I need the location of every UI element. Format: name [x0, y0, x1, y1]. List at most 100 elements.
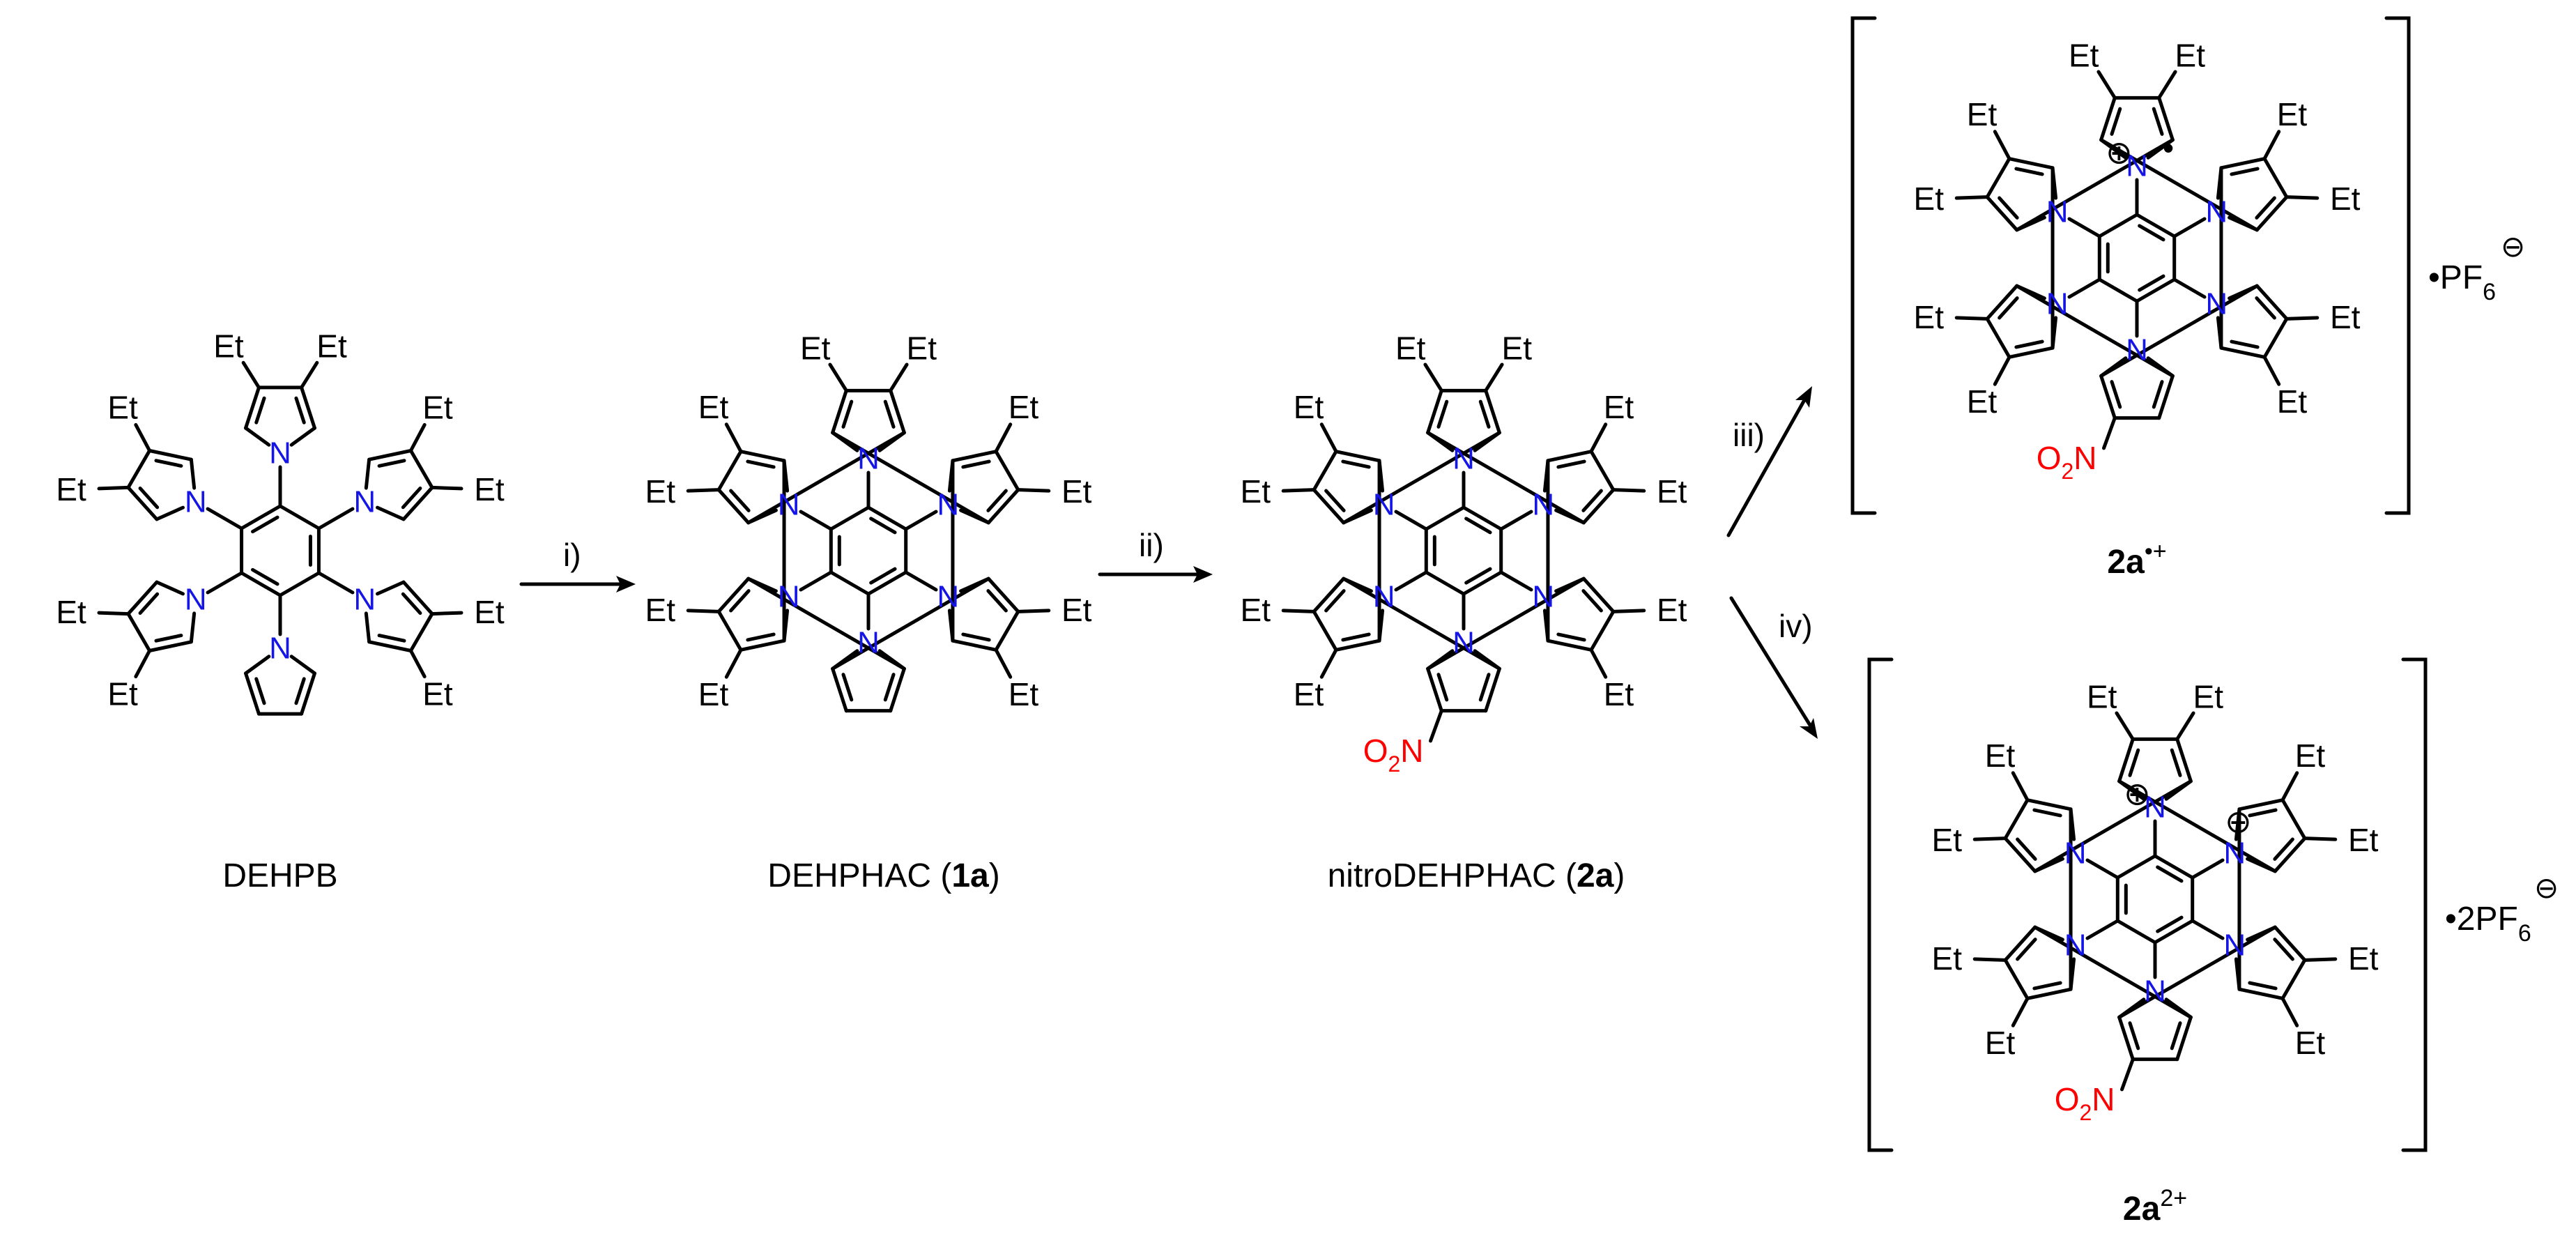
nitrogen-label: N [1452, 626, 1475, 660]
ethyl-label: Et [1985, 1025, 2016, 1061]
ethyl-bond [2011, 771, 2030, 802]
pyrrole-bond [2228, 215, 2259, 232]
nitrogen-label: N [1532, 580, 1554, 614]
pyrrole-bond [1581, 576, 1616, 613]
ethyl-label: Et [2330, 299, 2361, 335]
double-bond-line [1324, 589, 1346, 613]
n-aryl-bond [316, 571, 355, 595]
ethyl-label: Et [56, 471, 86, 507]
pyrrole-bond [1546, 639, 1593, 652]
pyrrole-bond [1985, 316, 2011, 359]
caption-radical-cation: 2a•+ [2107, 538, 2166, 581]
n-core-bond [1394, 570, 1428, 592]
n-core-bond [2085, 858, 2119, 880]
pyrrole-bond [2255, 284, 2289, 321]
pyrrole-bond [2219, 157, 2267, 170]
pyrrole-bond [831, 666, 848, 713]
pyrrole-bond [1334, 639, 1381, 652]
double-bond-line [254, 396, 266, 425]
step-iii-label: iii) [1733, 417, 1765, 453]
ethyl-bond [134, 422, 152, 452]
ethyl-label: Et [645, 592, 676, 628]
benzene-bond [2153, 854, 2195, 880]
caption-dehpb: DEHPB [222, 857, 337, 894]
double-bond-line [841, 673, 854, 702]
pyrrole-bond [1426, 388, 1443, 435]
nitro-bond [2120, 1057, 2135, 1092]
pyrrole-bond [1342, 576, 1373, 593]
counterion-dication: •2PF6 [2445, 901, 2531, 947]
n-core-bond [2172, 217, 2207, 238]
nitrogen-label: N [2205, 195, 2228, 229]
step-ii-label: ii) [1139, 527, 1164, 563]
pyrrole-bond [289, 655, 316, 675]
pyrrole-bond [2025, 987, 2073, 1000]
ethyl-bond [1484, 362, 1504, 392]
ring-link-bond [2117, 779, 2277, 873]
ethyl-bond [1972, 957, 2007, 962]
ethyl-bond [1589, 648, 1608, 679]
ethyl-bond [408, 422, 427, 452]
pyrrole-bond [2273, 925, 2307, 962]
pyrrole-bond [2003, 798, 2030, 841]
ethyl-label: Et [422, 675, 453, 712]
ethyl-label: Et [2277, 96, 2308, 132]
ethyl-label: Et [1932, 940, 1963, 977]
double-bond-line [1341, 632, 1371, 642]
nitrogen-label: N [778, 580, 800, 614]
pyrrole-bond [2237, 987, 2285, 1000]
double-bond-line [2170, 748, 2182, 777]
double-bond-line [2032, 981, 2062, 991]
pyrrole-bond [2007, 346, 2055, 359]
n-core-bond [904, 570, 938, 592]
double-bond-line [2255, 296, 2276, 320]
pyrrole-bond [2007, 157, 2055, 170]
arrow-step-ii: ii) [1098, 527, 1213, 583]
ethyl-label: Et [1967, 383, 1998, 420]
n-core-bond [1499, 510, 1533, 531]
pyrrole-bond [831, 388, 848, 435]
pyrrole-bond [408, 612, 434, 653]
pyrrole-bond [408, 448, 434, 489]
n-core-bond [904, 510, 938, 531]
double-bond-line [1464, 567, 1492, 585]
double-bond-line [1436, 673, 1449, 702]
n-core-bond [1394, 510, 1428, 531]
double-bond-line [2128, 1021, 2140, 1050]
ring-link-bond [2099, 138, 2259, 232]
double-bond-line [1556, 632, 1586, 642]
nitrogen-label: N [2064, 928, 2087, 963]
pyrrole-bond [376, 505, 406, 521]
pyrrole-bond [782, 459, 790, 493]
pyrrole-bond [1546, 450, 1593, 463]
pyrrole-bond [716, 450, 743, 492]
ethyl-label: Et [1061, 592, 1092, 628]
double-bond-line [1324, 489, 1346, 512]
ethyl-bond [1993, 355, 2011, 386]
double-bond-line [1998, 196, 2019, 220]
pyrrole-bond [986, 576, 1020, 613]
ethyl-label: Et [1985, 738, 2016, 774]
double-bond-line [729, 489, 751, 512]
nitro-bond [1429, 709, 1443, 743]
nitrogen-label: N [937, 580, 959, 614]
ethyl-bond [2175, 711, 2195, 741]
ethyl-label: Et [1914, 299, 1945, 335]
ring-link-bond [2015, 138, 2175, 232]
ethyl-label: Et [2348, 940, 2379, 977]
benzene-bond [2135, 213, 2177, 238]
double-bond-line [986, 589, 1008, 613]
ethyl-bond [1954, 195, 1989, 200]
positive-charge-label: ⊕ [2106, 134, 2133, 170]
ethyl-bond [1972, 836, 2007, 841]
double-bond-line [2170, 1021, 2182, 1050]
ethyl-label: Et [107, 675, 138, 712]
arrow-step-i: i) [519, 537, 636, 593]
ring-link-bond [1426, 576, 1586, 671]
pyrrole-bond [2099, 95, 2117, 142]
nitrogen-label: N [2046, 195, 2069, 229]
arrow-step-iii: iii) [1726, 386, 1812, 537]
